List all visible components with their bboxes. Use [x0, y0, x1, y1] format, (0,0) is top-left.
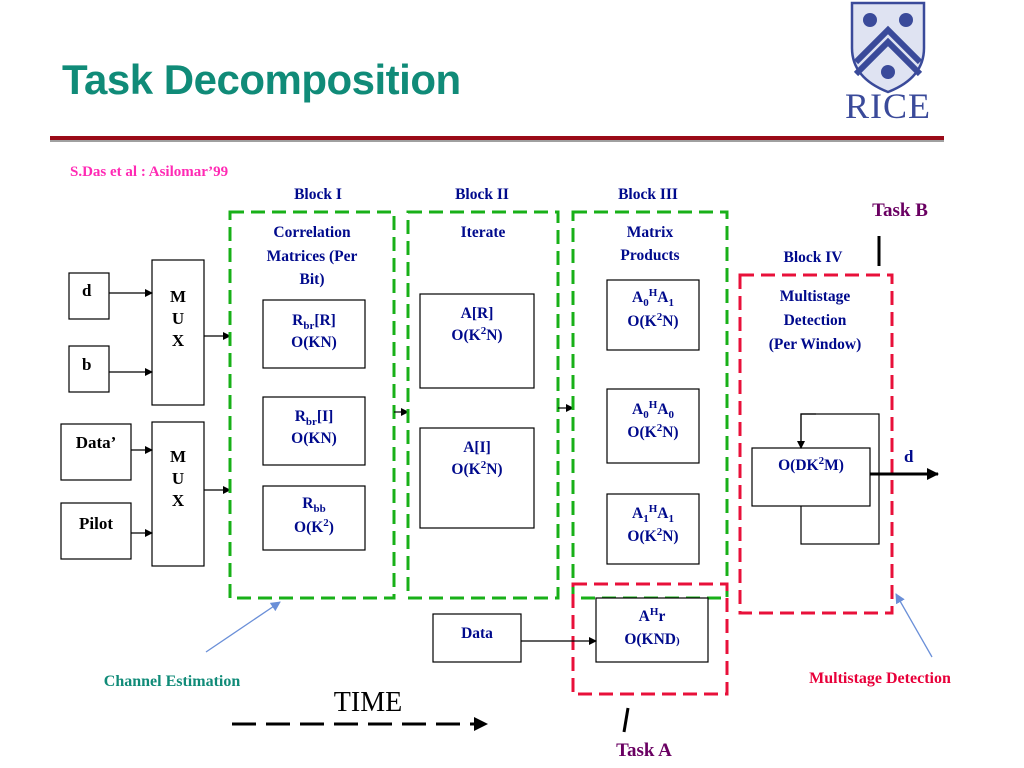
- block3-item-a0h-a0-complexity: O(K2N): [627, 422, 678, 441]
- block3-item-a0h-a1-label: A0HA1: [632, 287, 674, 309]
- channel-estimation-pointer: [205, 601, 281, 653]
- input-d-label: d: [82, 281, 92, 300]
- block3-item-a0h-a0-label: A0HA0: [632, 399, 674, 421]
- block2-item-ar-complexity: O(K2N): [451, 325, 502, 344]
- block1-title-line1: Correlation: [273, 224, 351, 241]
- block4-core-label: O(DK2M): [778, 455, 844, 474]
- task-a-ahr-box: [595, 597, 709, 663]
- block2-item-ai-complexity: O(K2N): [451, 459, 502, 478]
- block3-item-a0h-a1-complexity: O(K2N): [627, 311, 678, 330]
- rice-logo-text: RICE: [845, 86, 931, 126]
- block4-title-line3: (Per Window): [769, 336, 862, 353]
- block3-item-a1h-a1-complexity: O(K2N): [627, 526, 678, 545]
- task-a-pointer: [622, 707, 630, 733]
- input-pilot-box: [60, 502, 132, 560]
- output-d-label: d: [904, 447, 914, 466]
- input-b-box: [68, 345, 110, 393]
- rice-shield-icon: [850, 1, 926, 94]
- block1-item-rbr-i-complexity: O(KN): [291, 430, 337, 447]
- block2-item-ai: [419, 427, 535, 529]
- mux-bottom-letter-u: U: [172, 469, 184, 488]
- block2-title: Iterate: [461, 224, 506, 241]
- rice-logo: RICE: [845, 1, 931, 126]
- input-pilot-label: Pilot: [79, 514, 113, 533]
- block1-header: Block I: [294, 186, 342, 203]
- block2-item-ai-label: A[I]: [463, 439, 491, 456]
- time-axis-arrowhead: [474, 717, 488, 731]
- block3-item-a1h-a1-label: A1HA1: [632, 503, 674, 525]
- input-data-prime-label: Data’: [76, 433, 117, 452]
- channel-estimation-label: Channel Estimation: [104, 673, 241, 690]
- block1-item-rbr-i: [262, 396, 366, 466]
- block1-item-rbb-label: Rbb: [302, 495, 325, 515]
- block2-header: Block II: [455, 186, 509, 203]
- input-b-label: b: [82, 355, 91, 374]
- mux-bottom: [151, 421, 205, 567]
- citation: S.Das et al : Asilomar’99: [70, 164, 229, 180]
- block2-item-ar: [419, 293, 535, 389]
- task-a-data-label: Data: [461, 625, 493, 642]
- block4-title-line1: Multistage: [780, 288, 851, 305]
- mux-top-letter-m: M: [170, 287, 186, 306]
- task-b-label: Task B: [872, 200, 928, 221]
- mux-top-letter-u: U: [172, 309, 184, 328]
- block4-core-box: [751, 447, 871, 507]
- block1-item-rbr-r-label: Rbr[R]: [292, 312, 336, 332]
- arrow-feedback: [797, 413, 816, 449]
- task-a-label: Task A: [616, 740, 672, 761]
- block1-item-rbr-i-label: Rbr[I]: [295, 408, 334, 428]
- block3-header: Block III: [618, 186, 678, 203]
- block1-frame: [228, 210, 396, 600]
- multistage-detection-pointer: [895, 593, 933, 658]
- block1-item-rbb-complexity: O(K2): [294, 517, 334, 536]
- time-label: TIME: [334, 687, 402, 718]
- block1-title-line2: Matrices (Per: [267, 248, 358, 265]
- block3-title-line1: Matrix: [627, 224, 674, 241]
- block4-frame: [738, 273, 894, 615]
- block1-item-rbb: [262, 485, 366, 551]
- block3-item-a0h-a0: [606, 388, 700, 464]
- block3-item-a1h-a1: [606, 493, 700, 565]
- block2-item-ar-label: A[R]: [461, 305, 494, 322]
- block3-title-line2: Products: [620, 247, 679, 264]
- block1-item-rbr-r: [262, 299, 366, 369]
- input-d-box: [68, 272, 110, 320]
- task-a-data-box: [432, 613, 522, 663]
- block4-header: Block IV: [784, 249, 844, 266]
- input-data-prime-box: [60, 423, 132, 481]
- task-a-frame: [571, 582, 729, 696]
- mux-bottom-letter-m: M: [170, 447, 186, 466]
- mux-bottom-letter-x: X: [172, 491, 185, 510]
- slide-title: Task Decomposition: [62, 56, 461, 103]
- multistage-detection-label: Multistage Detection: [809, 670, 951, 687]
- block3-item-a0h-a1: [606, 279, 700, 351]
- block1-title-line3: Bit): [300, 271, 325, 288]
- block1-item-rbr-r-complexity: O(KN): [291, 334, 337, 351]
- block2-frame: [406, 210, 560, 600]
- task-a-ahr-label: AHr: [639, 606, 666, 625]
- mux-top-letter-x: X: [172, 331, 185, 350]
- mux-top: [151, 259, 205, 406]
- block4-title-line2: Detection: [784, 312, 847, 329]
- task-a-ahr-complexity: O(KND): [624, 631, 680, 648]
